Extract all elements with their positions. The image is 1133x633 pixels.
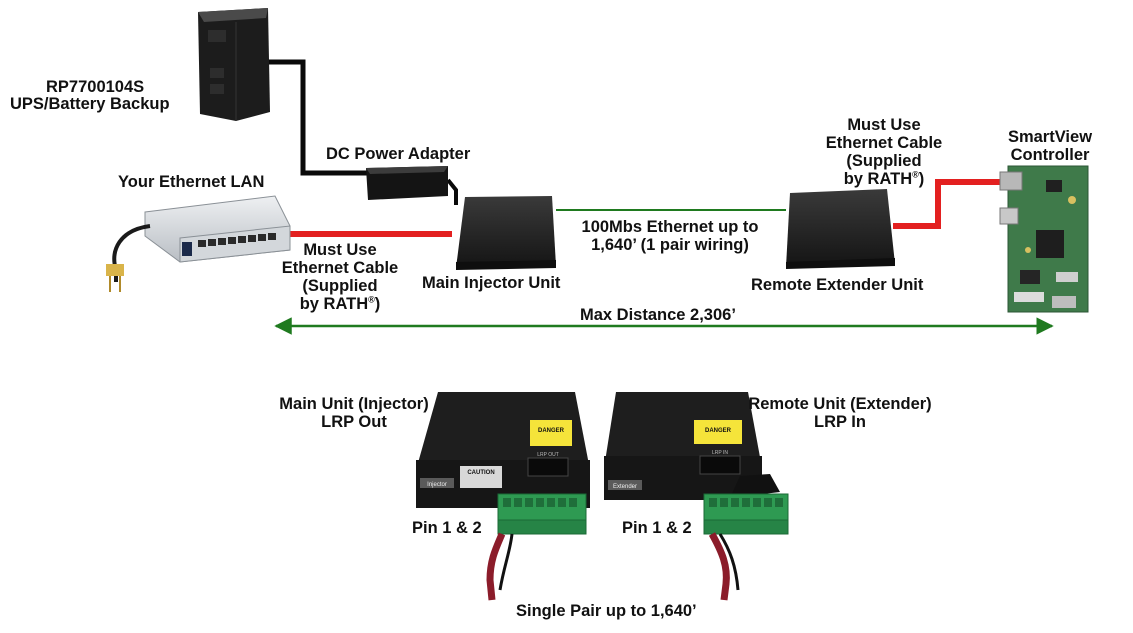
- registered-right: ®: [912, 169, 919, 180]
- ups-model-text: RP7700104S: [46, 78, 145, 96]
- lrp-in-text: LRP IN: [712, 450, 728, 456]
- must-use-left-line3: (Supplied: [302, 277, 378, 295]
- ethernet-100-label: 100Mbs Ethernet up to 1,640’ (1 pair wir…: [574, 218, 766, 254]
- lrp-out-text: LRP OUT: [537, 452, 559, 458]
- injector-tag-text: Injector: [427, 482, 447, 488]
- ethernet-100-line1: 100Mbs Ethernet up to: [581, 218, 759, 236]
- max-distance-label: Max Distance 2,306’: [580, 306, 736, 324]
- pin-left-label: Pin 1 & 2: [412, 519, 482, 537]
- must-use-right-line3: (Supplied: [846, 152, 922, 170]
- pin-left-text: Pin 1 & 2: [412, 519, 482, 537]
- extender-closeup: DANGER Extender LRP IN: [604, 392, 789, 601]
- adapter-to-injector-cable: [446, 178, 458, 205]
- remote-extender-unit: [786, 189, 895, 269]
- injector-caution-text: CAUTION: [467, 470, 494, 476]
- dc-adapter-label: DC Power Adapter: [326, 145, 470, 163]
- main-unit-line1: Main Unit (Injector): [279, 395, 429, 413]
- main-injector-text: Main Injector Unit: [422, 274, 561, 292]
- main-injector-unit: [456, 196, 556, 270]
- pin-right-label: Pin 1 & 2: [622, 519, 692, 537]
- ups-desc-label: UPS/Battery Backup: [10, 95, 170, 113]
- main-unit-label: Main Unit (Injector) LRP Out: [268, 395, 440, 431]
- pin-right-text: Pin 1 & 2: [622, 519, 692, 537]
- main-unit-line2: LRP Out: [321, 413, 387, 431]
- remote-unit-line2: LRP In: [814, 413, 866, 431]
- must-use-right-label: Must Use Ethernet Cable (Supplied by RAT…: [816, 116, 952, 188]
- remote-extender-text: Remote Extender Unit: [751, 276, 924, 294]
- single-pair-label: Single Pair up to 1,640’: [516, 602, 697, 620]
- smartview-controller-board: [999, 165, 1089, 313]
- single-pair-text: Single Pair up to 1,640’: [516, 602, 697, 620]
- ups-power-cable: [268, 59, 368, 176]
- injector-closeup: DANGER CAUTION Injector LRP OUT: [416, 392, 590, 601]
- ethernet-switch: [106, 195, 291, 292]
- remote-unit-label: Remote Unit (Extender) LRP In: [736, 395, 944, 431]
- must-use-right-line1: Must Use: [847, 116, 921, 134]
- ethernet-100-line2: 1,640’ (1 pair wiring): [591, 236, 749, 254]
- rath-right-text: by RATH: [843, 170, 913, 188]
- must-use-left-line2: Ethernet Cable: [281, 259, 399, 277]
- smartview-label: SmartView Controller: [1000, 128, 1100, 164]
- remote-unit-line1: Remote Unit (Extender): [748, 395, 932, 413]
- injector-danger-text: DANGER: [538, 428, 565, 434]
- must-use-left-line4: by RATH®): [299, 294, 381, 313]
- extender-tag-text: Extender: [613, 484, 637, 490]
- registered-left: ®: [368, 294, 375, 305]
- must-use-right-line2: Ethernet Cable: [825, 134, 943, 152]
- ethernet-lan-text: Your Ethernet LAN: [118, 173, 265, 191]
- rath-left-text: by RATH: [299, 295, 369, 313]
- smartview-line1: SmartView: [1007, 128, 1093, 146]
- ethernet-lan-label: Your Ethernet LAN: [118, 173, 264, 191]
- main-injector-label: Main Injector Unit: [422, 274, 560, 292]
- smartview-line2: Controller: [1010, 146, 1090, 164]
- extender-danger-text: DANGER: [705, 428, 732, 434]
- max-distance-text: Max Distance 2,306’: [580, 306, 736, 324]
- must-use-left-label: Must Use Ethernet Cable (Supplied by RAT…: [272, 241, 408, 313]
- ups-battery-backup: [198, 8, 270, 121]
- remote-extender-label: Remote Extender Unit: [751, 276, 923, 294]
- red-ethernet-cable-right: [893, 179, 1008, 229]
- ups-model-label: RP7700104S: [46, 78, 144, 96]
- must-use-right-line4: by RATH®): [843, 169, 925, 188]
- must-use-left-line1: Must Use: [303, 241, 377, 259]
- dc-power-adapter: [366, 166, 448, 200]
- dc-adapter-text: DC Power Adapter: [326, 145, 471, 163]
- ups-desc-text: UPS/Battery Backup: [10, 95, 170, 113]
